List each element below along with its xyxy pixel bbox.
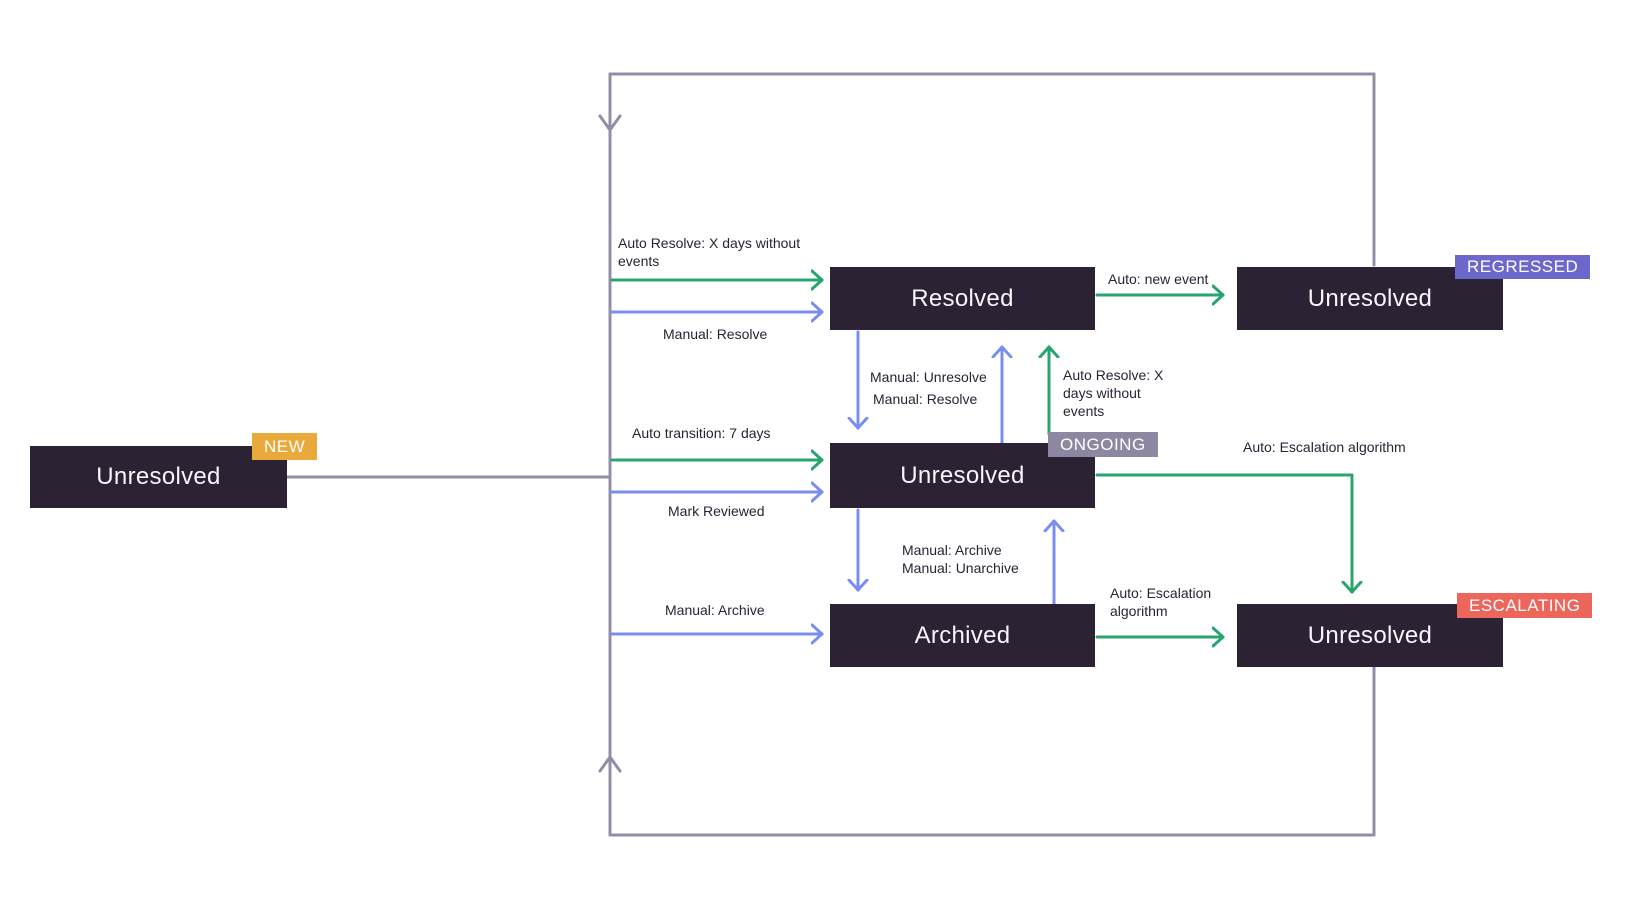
manual-edges bbox=[610, 312, 1054, 634]
badge-ongoing: ONGOING bbox=[1048, 432, 1158, 457]
state-unresolved-escalating: Unresolved bbox=[1237, 604, 1503, 667]
edge-label-manual-archive-unarchive: Manual: Archive Manual: Unarchive bbox=[902, 542, 1019, 576]
loop-outline bbox=[285, 72, 1376, 837]
edge-label-auto-escalation-from-ongoing: Auto: Escalation algorithm bbox=[1243, 439, 1406, 455]
badge-escalating: ESCALATING bbox=[1457, 593, 1593, 618]
state-label: Unresolved bbox=[900, 461, 1025, 489]
auto-edges bbox=[610, 280, 1352, 637]
state-label: Resolved bbox=[911, 284, 1014, 312]
badge-new: NEW bbox=[252, 433, 318, 460]
loop-arrow-up-icon bbox=[598, 755, 622, 773]
edge-label-auto-escalation-from-archived: Auto: Escalation algorithm bbox=[1110, 585, 1212, 619]
edge-label-manual-resolve-up: Manual: Resolve bbox=[873, 391, 978, 407]
edge-label-auto-new-event: Auto: new event bbox=[1108, 271, 1209, 287]
edge-label-auto-transition: Auto transition: 7 days bbox=[632, 425, 771, 441]
loop-arrow-down-icon bbox=[598, 114, 622, 132]
edge-label-auto-resolve-to-resolved: Auto Resolve: X days without events bbox=[618, 235, 801, 269]
state-label: Unresolved bbox=[96, 463, 221, 490]
state-label: Unresolved bbox=[1307, 284, 1433, 312]
edge-label-manual-resolve-to-resolved: Manual: Resolve bbox=[663, 326, 768, 342]
edge-auto-escalation-from-ongoing bbox=[1095, 473, 1352, 594]
state-unresolved-new: Unresolved bbox=[30, 446, 287, 508]
edge-label-auto-resolve-from-ongoing: Auto Resolve: X days without events bbox=[1063, 367, 1164, 419]
state-resolved: Resolved bbox=[830, 267, 1095, 330]
state-label: Unresolved bbox=[1307, 621, 1433, 649]
badge-regressed: REGRESSED bbox=[1455, 255, 1591, 279]
state-archived: Archived bbox=[830, 604, 1095, 667]
state-label: Archived bbox=[914, 621, 1011, 649]
edge-label-manual-unresolve: Manual: Unresolve bbox=[870, 369, 987, 385]
edge-label-manual-archive-left: Manual: Archive bbox=[665, 602, 765, 618]
edge-label-mark-reviewed: Mark Reviewed bbox=[668, 503, 765, 519]
